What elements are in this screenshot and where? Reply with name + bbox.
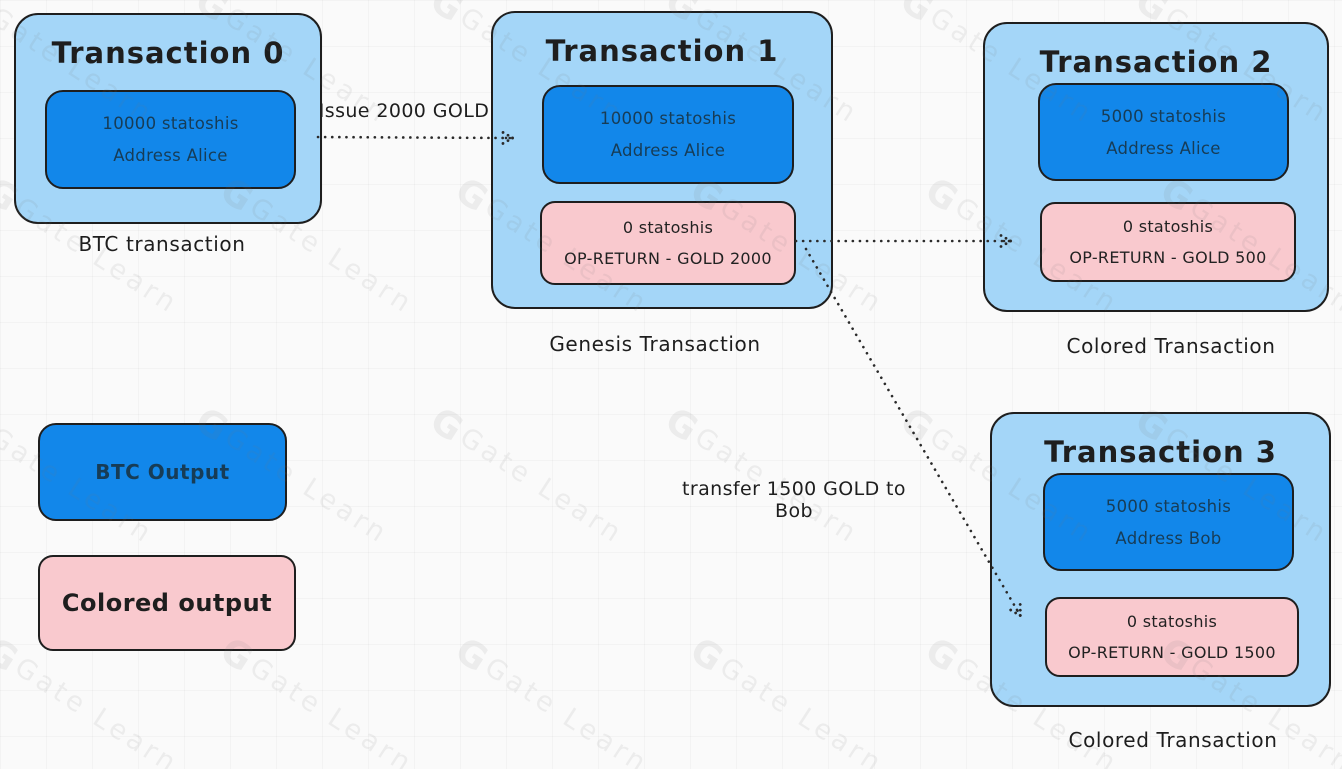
output-amount: 5000 statoshis: [1105, 496, 1232, 516]
transaction-2-box: Transaction 2 5000 statoshis Address Ali…: [983, 22, 1329, 312]
watermark: GGate Learn: [448, 630, 657, 769]
output-amount: 5000 statoshis: [1100, 106, 1227, 126]
output-amount: 0 statoshis: [1126, 612, 1218, 631]
watermark-text: Gate Learn: [9, 651, 185, 769]
watermark: GGate Learn: [683, 630, 892, 769]
issue-gold-arrow-label: Issue 2000 GOLD: [318, 100, 490, 122]
output-address: Address Alice: [113, 146, 228, 165]
transfer-gold-arrow-label: transfer 1500 GOLD to Bob: [682, 478, 906, 522]
watermark-logo-icon: G: [682, 630, 730, 681]
output-opreturn: OP-RETURN - GOLD 2000: [564, 249, 772, 268]
transaction-1-colored-output: 0 statoshis OP-RETURN - GOLD 2000: [540, 201, 796, 285]
transaction-3-colored-output: 0 statoshis OP-RETURN - GOLD 1500: [1045, 597, 1299, 677]
output-opreturn: OP-RETURN - GOLD 500: [1069, 248, 1267, 267]
transaction-0-title: Transaction 0: [51, 36, 285, 70]
transaction-0-caption: BTC transaction: [78, 232, 246, 256]
watermark-logo-icon: G: [422, 0, 470, 31]
transaction-3-caption: Colored Transaction: [1068, 728, 1278, 752]
output-address: Address Alice: [610, 141, 726, 160]
legend-btc-label: BTC Output: [95, 460, 230, 484]
watermark-text: Gate Learn: [454, 421, 630, 551]
watermark-logo-icon: G: [422, 400, 470, 451]
output-address: Address Alice: [1106, 138, 1221, 158]
watermark-logo-icon: G: [447, 630, 495, 681]
transaction-0-btc-output: 10000 statoshis Address Alice: [45, 90, 296, 189]
watermark-logo-icon: G: [917, 630, 965, 681]
watermark-text: Gate Learn: [479, 651, 655, 769]
output-address: Address Bob: [1115, 528, 1222, 548]
watermark-text: Gate Learn: [244, 651, 420, 769]
output-amount: 10000 statoshis: [102, 114, 239, 133]
watermark-logo-icon: G: [657, 400, 705, 451]
legend-colored-output: Colored output: [38, 555, 296, 651]
arrow-tx0-to-tx1: [316, 131, 514, 145]
transaction-3-box: Transaction 3 5000 statoshis Address Bob…: [990, 412, 1331, 707]
arrow-tx1-to-tx3: [804, 247, 1022, 617]
transaction-2-caption: Colored Transaction: [1066, 334, 1276, 358]
legend-btc-output: BTC Output: [38, 423, 287, 521]
output-opreturn: OP-RETURN - GOLD 1500: [1068, 643, 1276, 662]
transaction-2-btc-output: 5000 statoshis Address Alice: [1038, 83, 1289, 181]
transaction-1-box: Transaction 1 10000 statoshis Address Al…: [491, 11, 833, 309]
output-amount: 0 statoshis: [622, 218, 714, 237]
transaction-2-title: Transaction 2: [1039, 45, 1273, 79]
watermark-logo-icon: G: [0, 630, 25, 681]
transaction-1-caption: Genesis Transaction: [549, 332, 761, 356]
watermark-logo-icon: G: [917, 170, 965, 221]
watermark-logo-icon: G: [892, 0, 940, 31]
transaction-1-title: Transaction 1: [545, 34, 779, 68]
transaction-0-box: Transaction 0 10000 statoshis Address Al…: [14, 13, 322, 224]
watermark-text: Gate Learn: [714, 651, 890, 769]
output-amount: 0 statoshis: [1122, 217, 1214, 236]
transaction-1-btc-output: 10000 statoshis Address Alice: [542, 85, 794, 184]
legend-colored-label: Colored output: [61, 589, 273, 617]
transaction-3-title: Transaction 3: [1044, 435, 1277, 469]
transaction-3-btc-output: 5000 statoshis Address Bob: [1043, 473, 1294, 571]
watermark: GGate Learn: [423, 400, 632, 555]
transaction-2-colored-output: 0 statoshis OP-RETURN - GOLD 500: [1040, 202, 1296, 282]
watermark-logo-icon: G: [892, 400, 940, 451]
watermark-logo-icon: G: [447, 170, 495, 221]
output-amount: 10000 statoshis: [599, 109, 737, 128]
